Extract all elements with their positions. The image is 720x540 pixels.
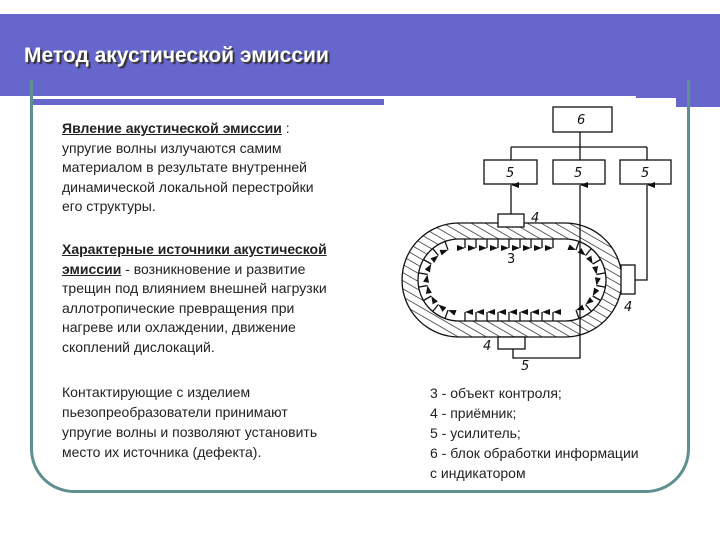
bottom-label: 5: [521, 359, 529, 374]
vessel-wall: [401, 222, 623, 338]
heading-suffix: - возникновение и развитие: [121, 260, 306, 277]
paragraph-phenomenon: Явление акустической эмиссии : упругие в…: [62, 119, 314, 217]
legend-item: 6 - блок обработки информации: [430, 445, 639, 461]
legend-item: с индикатором: [430, 465, 526, 481]
block-6-label: 6: [577, 113, 585, 128]
receiver-label: 4: [531, 211, 539, 226]
line: аллотропические превращения при: [62, 299, 295, 316]
heading: Характерные источники акустической: [62, 241, 327, 257]
paragraph-sources: Характерные источники акустической эмисс…: [62, 240, 327, 357]
receiver-label: 4: [483, 339, 491, 354]
paragraph-transducers: Контактирующие с изделием пьезопреобразо…: [62, 382, 317, 462]
amplifier-box: [619, 159, 672, 185]
legend-item: 5 - усилитель;: [430, 425, 521, 441]
signal-line: [512, 182, 588, 359]
emission-tick: [444, 309, 457, 319]
emission-tick: [575, 304, 585, 319]
header-divider: [0, 96, 636, 99]
emission-tick: [430, 248, 439, 263]
amplifier-label: 5: [641, 166, 649, 181]
line: нагреве или охлаждении, движение: [62, 319, 296, 335]
diagram-legend: 3 - объект контроля; 4 - приёмник; 5 - у…: [430, 383, 639, 483]
header-underbar: [30, 99, 384, 105]
line: его структуры.: [62, 198, 156, 214]
emission-tick: [418, 284, 432, 294]
receiver-right: [620, 264, 636, 295]
emission-tick: [592, 287, 601, 302]
object-label: 3: [507, 252, 515, 267]
line: пьезопреобразователи принимают: [62, 404, 288, 420]
line: скоплений дислокаций.: [62, 338, 215, 355]
legend-item: 3 - объект контроля;: [430, 385, 562, 401]
content-frame: [30, 80, 690, 493]
emission-tick: [567, 241, 580, 251]
emission-tick: [432, 304, 447, 312]
line: материалом в результате внутренней: [62, 159, 307, 175]
heading: Явление акустической эмиссии: [62, 120, 282, 136]
line: трещин под влиянием внешней нагрузки: [62, 280, 327, 296]
line: Контактирующие с изделием: [62, 384, 251, 400]
emission-tick: [577, 248, 592, 256]
emission-tick: [423, 258, 432, 273]
amplifier-box: [483, 159, 538, 185]
emission-tick: [586, 255, 601, 265]
emission-tick: [423, 295, 438, 305]
line: место их источника (дефекта).: [62, 444, 262, 460]
amplifier-label: 5: [506, 166, 514, 181]
emission-tick: [439, 241, 449, 256]
heading-suffix: :: [281, 120, 290, 136]
header-band: [0, 14, 684, 98]
signal-line: [635, 182, 655, 281]
emission-tick: [594, 277, 606, 288]
amplifier-box: [552, 159, 606, 185]
line: упругие волны и позволяют установить: [62, 424, 318, 440]
emission-tick: [418, 272, 430, 283]
emission-ticks: [418, 239, 606, 321]
receiver-label: 4: [624, 300, 632, 315]
line: динамической локальной перестройки: [62, 178, 314, 195]
receiver-top: [497, 213, 525, 228]
heading: эмиссии: [62, 260, 122, 277]
slide-title: Метод акустической эмиссии: [24, 44, 329, 67]
line: упругие волны излучаются самим: [62, 139, 282, 156]
receiver-bottom: [497, 336, 526, 350]
emission-tick: [585, 297, 594, 312]
legend-item: 4 - приёмник;: [430, 405, 517, 421]
amplifier-label: 5: [574, 166, 582, 181]
emission-tick: [592, 266, 606, 276]
block-6-box: [552, 106, 613, 133]
